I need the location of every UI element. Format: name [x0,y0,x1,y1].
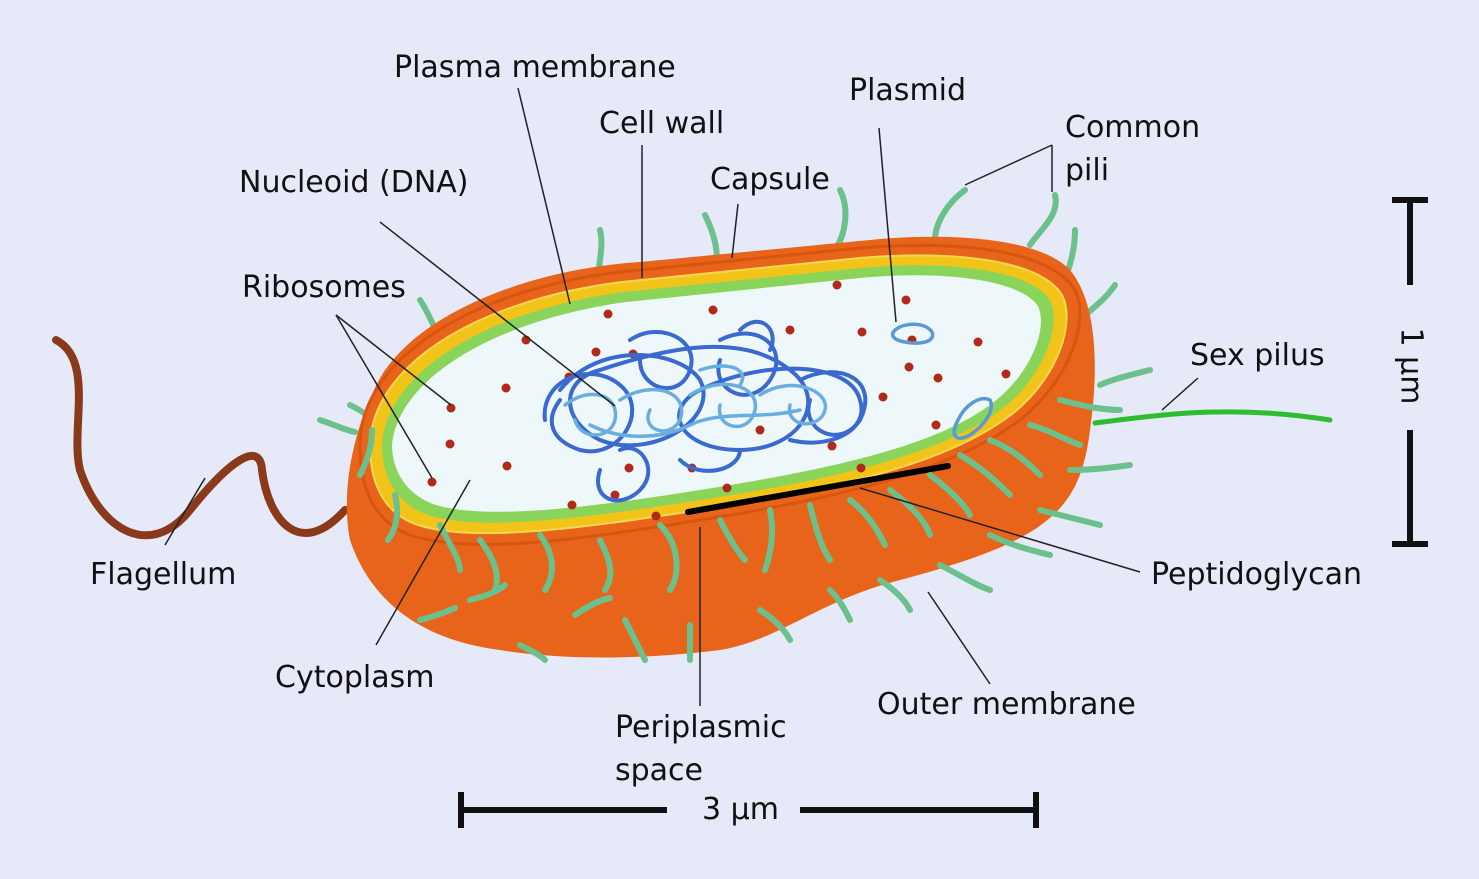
leader-common-pili-1 [964,144,1053,186]
plasmids [891,322,993,440]
leader-flagellum [164,477,206,546]
sex-pilus [1092,409,1333,426]
leader-plasma-membrane [517,87,571,305]
scale-label-width: 1 μm [1394,328,1429,405]
label-common-pili-line1: Common [1065,110,1201,145]
peptidoglycan-marker [685,463,951,515]
label-sex-pilus: Sex pilus [1190,338,1325,373]
leader-nucleoid [379,221,616,407]
label-capsule: Capsule [710,162,830,197]
label-outer-membrane: Outer membrane [877,687,1136,722]
leader-plasmid [878,127,897,323]
leader-outer-membrane [927,591,991,685]
scale-bar-width [1392,197,1428,547]
leader-ribosomes-1 [335,314,452,406]
leader-ribosomes-2 [335,314,433,479]
label-nucleoid: Nucleoid (DNA) [239,165,469,200]
plasmid-large [952,397,993,440]
cytoplasm [392,275,1041,512]
label-flagellum: Flagellum [90,557,237,592]
label-cytoplasm: Cytoplasm [275,660,435,695]
flagellum [52,336,349,540]
scale-bar-length [458,792,1039,828]
leader-cytoplasm [375,479,471,646]
label-plasmid: Plasmid [849,73,967,108]
label-peptidoglycan: Peptidoglycan [1151,557,1363,592]
scale-label-length: 3 μm [702,792,779,827]
label-periplasmic-line1: Periplasmic [615,710,787,745]
leader-capsule [731,203,739,259]
label-periplasmic-line2: space [615,753,704,788]
plasmid-small [891,322,935,345]
label-cell-wall: Cell wall [599,106,725,141]
leader-sex-pilus [1161,377,1199,411]
label-common-pili-line2: pili [1065,153,1110,188]
leader-lines [164,87,1199,706]
label-ribosomes: Ribosomes [242,270,406,305]
label-plasma-membrane: Plasma membrane [394,50,676,85]
common-pili-front [357,397,1133,663]
leader-peptidoglycan [859,487,1141,573]
nucleoid-dna [542,319,868,503]
